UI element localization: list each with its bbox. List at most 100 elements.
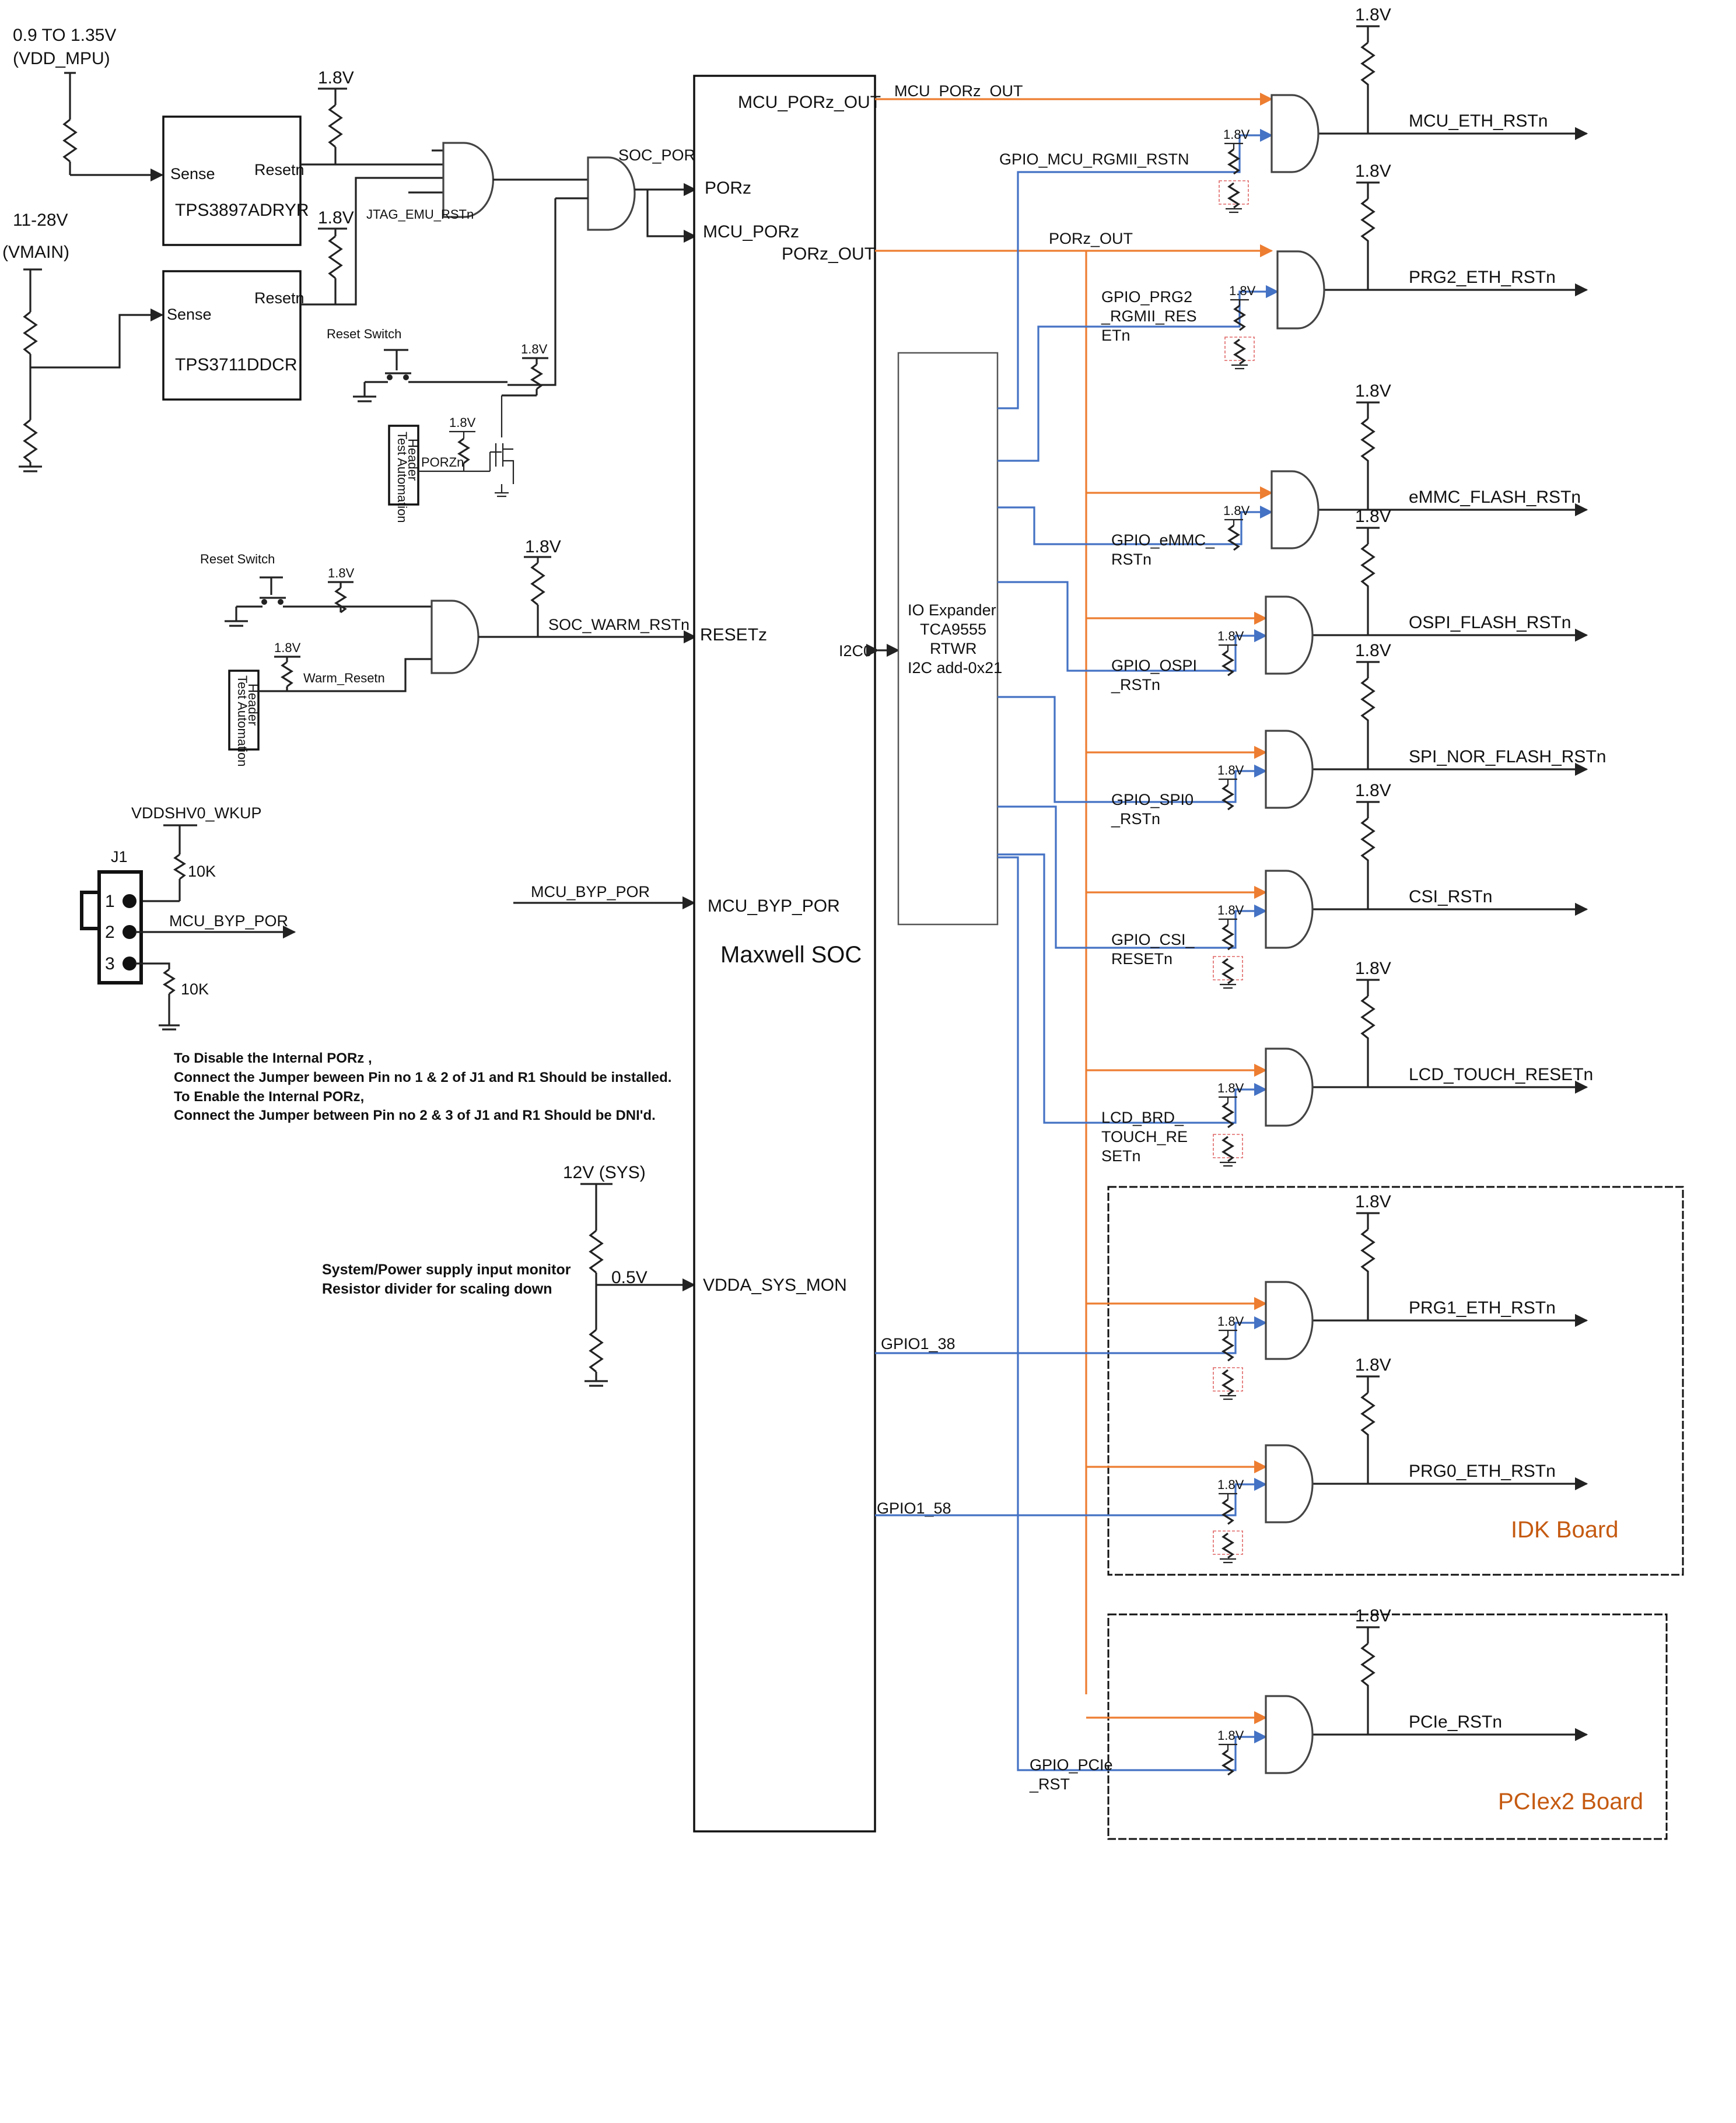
tps3897-resetn-label: Resetn xyxy=(254,161,304,178)
and2-switch-input xyxy=(508,197,588,386)
pulldown-box-7 xyxy=(1213,1134,1243,1158)
input-pullup-resistor-1-icon xyxy=(1227,148,1241,175)
output-pullup-rail-6 xyxy=(1356,801,1380,818)
input-pullup-label-6: 1.8V xyxy=(1217,903,1244,917)
maxwell-soc: MCU_PORz_OUT PORz MCU_PORz PORz_OUT RESE… xyxy=(693,75,881,1833)
and-gate-output-5 xyxy=(1265,730,1314,809)
pulldown-ground-6-icon xyxy=(1220,983,1236,989)
tps3711-resetn-wire xyxy=(300,177,443,306)
test-header-2 xyxy=(228,670,260,751)
reset-switch-1-wire xyxy=(353,381,508,402)
tps3711-chip xyxy=(162,270,302,401)
tps3897-chip xyxy=(162,115,302,246)
input-pullup-rail-7 xyxy=(1219,1096,1237,1103)
output-pullup-resistor-3-icon xyxy=(1360,418,1376,510)
v05-label: 0.5V xyxy=(611,1268,648,1287)
test-header-1-label-1: Test Automation xyxy=(395,432,410,523)
pulldown-ground-8-icon xyxy=(1220,1395,1236,1400)
pullup-resistor-7-icon xyxy=(280,661,294,688)
and-gate-output-7 xyxy=(1265,1048,1314,1127)
reset-switch-2-contact-a xyxy=(261,599,267,605)
i2c0-label: I2C0 xyxy=(839,642,872,660)
input-pullup-label-9: 1.8V xyxy=(1217,1477,1244,1492)
reset-switch-1-contact-b xyxy=(403,374,409,380)
input-pullup-label-10: 1.8V xyxy=(1217,1728,1244,1743)
switch-pullup-wire xyxy=(502,389,538,397)
warm-reset-section: Reset Switch 1.8V 1.8V SOC_WARM_RSTn Tes… xyxy=(200,537,697,767)
mcu-porz-out-net-label: MCU_PORz_OUT xyxy=(894,82,1023,100)
output-pullup-label-10: 1.8V xyxy=(1355,1606,1391,1625)
gpio-label-10-1: GPIO_PCIe xyxy=(1030,1756,1113,1774)
and-gate-output-6 xyxy=(1265,870,1314,949)
output-label-4: OSPI_FLASH_RSTn xyxy=(1409,613,1571,632)
soc-pin-mcu-porz: MCU_PORz xyxy=(703,222,799,241)
vmain-label-1: 11-28V xyxy=(13,211,68,230)
soc-pin-porz: PORz xyxy=(705,178,751,198)
j1-jumper-section: VDDSHV0_WKUP 10K J1 1 2 3 MCU_BYP_POR 10… xyxy=(80,804,671,1123)
tps3897-resetn-wire xyxy=(300,147,443,166)
pin3-wire xyxy=(135,962,170,969)
vdd-mpu-resistor-icon xyxy=(62,118,78,163)
r-top-value: 10K xyxy=(188,863,216,880)
porz-out-net-label: PORz_OUT xyxy=(1049,230,1133,247)
pullup-18v-label-1: 1.8V xyxy=(318,68,354,87)
mcu-byp-por-net-label: MCU_BYP_POR xyxy=(531,883,650,901)
blue-input-10 xyxy=(998,856,1268,1771)
input-pullup-resistor-10-icon xyxy=(1221,1749,1235,1776)
mcu-byp-por-label-left: MCU_BYP_POR xyxy=(169,912,288,930)
test-header-1-label-2: Header xyxy=(405,439,420,481)
warm-resetn-wire xyxy=(258,658,432,692)
input-pullup-label-1: 1.8V xyxy=(1223,127,1250,142)
input-pullup-rail-9 xyxy=(1219,1493,1237,1500)
output-pullup-resistor-5-icon xyxy=(1360,677,1376,769)
and-gate-output-2 xyxy=(1276,250,1325,330)
gpio-label-3-1: GPIO_eMMC_ xyxy=(1111,531,1215,549)
input-pullup-resistor-7-icon xyxy=(1221,1102,1235,1129)
vdd-mpu-rail xyxy=(64,72,76,120)
pullup-18v-label-3: 1.8V xyxy=(521,342,548,356)
output-pullup-label-9: 1.8V xyxy=(1355,1355,1391,1375)
blue-input-6 xyxy=(998,805,1268,949)
tps3897-sense-label: Sense xyxy=(170,165,215,183)
output-label-2: PRG2_ETH_RSTn xyxy=(1409,268,1556,287)
io-expander-line-2: TCA9555 xyxy=(920,621,986,638)
reset-switch-2-actuator xyxy=(260,576,283,595)
output-pullup-resistor-7-icon xyxy=(1360,995,1376,1087)
output-pullup-resistor-1-icon xyxy=(1360,41,1376,134)
output-label-9: PRG0_ETH_RSTn xyxy=(1409,1462,1556,1481)
input-pullup-rail-2 xyxy=(1230,299,1249,306)
tps3711-name: TPS3711DDCR xyxy=(175,355,298,374)
pullup-18v-label-4: 1.8V xyxy=(449,415,476,430)
pulldown-ground-1-icon xyxy=(1226,208,1242,213)
vdd-mpu-sense-wire xyxy=(69,162,162,175)
soc-pin-mcu-byp-por: MCU_BYP_POR xyxy=(708,896,840,916)
pulldown-box-1 xyxy=(1219,180,1249,205)
input-pullup-resistor-3-icon xyxy=(1227,524,1241,551)
tps3711-sense-label: Sense xyxy=(167,306,212,323)
and-gate-output-3 xyxy=(1270,470,1320,549)
input-pullup-label-2: 1.8V xyxy=(1229,283,1256,298)
sys-divider-bottom-icon xyxy=(589,1329,604,1373)
reset-switch-2-wire xyxy=(225,605,432,627)
supervisor-section: 0.9 TO 1.35V (VDD_MPU) Sense Resetn TPS3… xyxy=(2,26,712,523)
j1-pin-2-label: 2 xyxy=(105,923,115,942)
vddshv-rail xyxy=(163,824,197,854)
output-label-5: SPI_NOR_FLASH_RSTn xyxy=(1409,747,1606,766)
soc-outline xyxy=(693,75,876,1833)
pulldown-resistor-2-icon xyxy=(1233,338,1247,365)
and-gate-2 xyxy=(587,156,636,231)
pullup-18v-rail-7 xyxy=(274,656,300,662)
pullup-resistor-4-icon xyxy=(457,437,471,464)
output-label-1: MCU_ETH_RSTn xyxy=(1409,111,1548,131)
gpio-label-7-3: SETn xyxy=(1101,1147,1141,1165)
io-expander-box xyxy=(897,352,999,926)
note-line-2: Connect the Jumper beween Pin no 1 & 2 o… xyxy=(174,1070,671,1085)
pullup-18v-rail-1 xyxy=(318,87,347,105)
system-monitor-section: 12V (SYS) 0.5V System/Power supply input… xyxy=(322,1163,694,1387)
and-gate-output-1 xyxy=(1270,94,1320,173)
vdda-sys-mon-wire xyxy=(595,1273,694,1330)
reset-switch-1-contact-a xyxy=(387,374,393,380)
output-pullup-resistor-8-icon xyxy=(1360,1228,1376,1320)
blue-input-9 xyxy=(875,1477,1268,1516)
